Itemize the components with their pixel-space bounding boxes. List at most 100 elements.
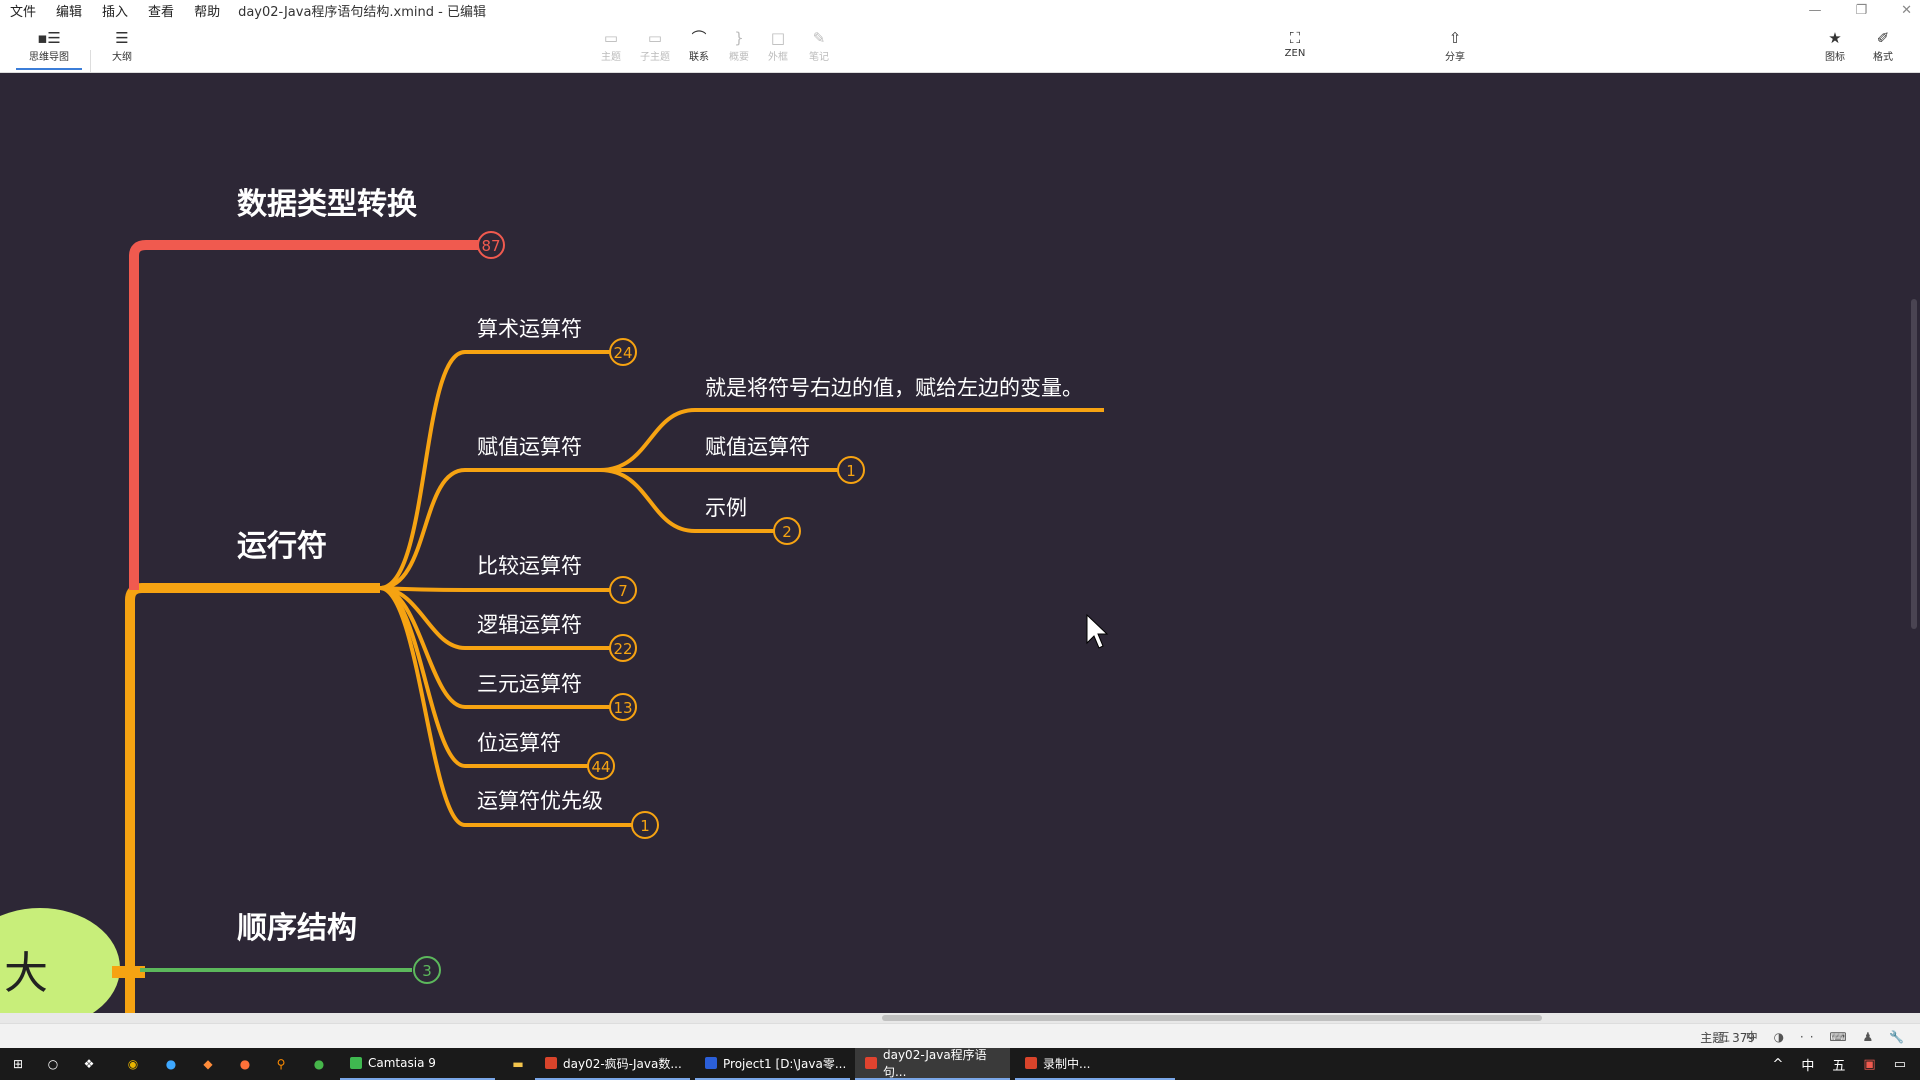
topic-data-type-conversion[interactable]: 数据类型转换	[237, 187, 418, 222]
taskbar-app-idea-label: Project1 [D:\Java零...	[723, 1056, 847, 1071]
menu-insert[interactable]: 插入	[102, 4, 129, 20]
search-button[interactable]: ○	[38, 1048, 68, 1080]
ime-toolbar[interactable]: 五 中 ◑ ·· ⌨ ♟ 🔧	[1717, 1030, 1910, 1044]
relationship-icon: ⌒	[691, 29, 707, 47]
share-button[interactable]: ⇧ 分享	[1430, 28, 1480, 63]
icon-panel-button[interactable]: ★ 图标	[1810, 28, 1860, 63]
mindmap-view-button[interactable]: ▪☰ 思维导图	[16, 28, 82, 70]
firefox-button[interactable]: ●	[232, 1048, 258, 1080]
outline-label: 大纲	[112, 52, 132, 63]
topic-sequence-structure[interactable]: 顺序结构	[237, 911, 357, 946]
menu-file[interactable]: 文件	[10, 4, 37, 20]
outline-icon: ☰	[115, 29, 129, 47]
app-button-a[interactable]: ◆	[195, 1048, 221, 1080]
taskbar-app-recording-label: 录制中...	[1043, 1056, 1091, 1071]
collapse-badge-ternary[interactable]	[609, 693, 637, 721]
chrome-icon: ◉	[127, 1057, 139, 1071]
toolbar-divider	[90, 50, 91, 80]
collapse-badge-conversion[interactable]	[477, 231, 505, 259]
collapse-badge-logical[interactable]	[609, 634, 637, 662]
assignment-connectors	[599, 408, 1104, 533]
taskbar-app-recording[interactable]: 录制中...	[1015, 1048, 1175, 1080]
brush-icon: ✐	[1876, 29, 1890, 47]
taskbar-app-camtasia-label: Camtasia 9	[368, 1056, 436, 1070]
taskbar-app-ppt[interactable]: day02-疯码-Java数...	[535, 1048, 690, 1080]
powerpoint-icon	[545, 1057, 557, 1069]
root-topic[interactable]	[0, 908, 120, 1013]
tray-ime-mode[interactable]: 五	[1832, 1058, 1846, 1074]
action-center-icon[interactable]: ▭	[1893, 1056, 1906, 1072]
xmind-icon	[865, 1057, 877, 1069]
collapse-badge-example[interactable]	[773, 517, 801, 545]
summary-icon: }	[734, 29, 744, 47]
summary-label: 概要	[729, 52, 749, 63]
topic-assignment-operator-sub[interactable]: 赋值运算符	[705, 435, 810, 459]
format-panel-button[interactable]: ✐ 格式	[1858, 28, 1908, 63]
minimize-icon[interactable]: —	[1808, 2, 1822, 18]
taskbar-app-idea[interactable]: Project1 [D:\Java零...	[695, 1048, 850, 1080]
menu-edit[interactable]: 编辑	[56, 4, 83, 20]
topic-example[interactable]: 示例	[705, 496, 747, 520]
collapse-count-precedence: 1	[640, 817, 650, 835]
taskbar-app-xmind-label: day02-Java程序语句...	[882, 1048, 987, 1079]
topic-button[interactable]: ▭ 主题	[586, 28, 636, 63]
collapse-badge-sequence[interactable]	[413, 956, 441, 984]
collapse-badge-assignment-sub[interactable]	[837, 456, 865, 484]
topic-assignment-operators[interactable]: 赋值运算符	[477, 435, 582, 459]
topic-assignment-definition[interactable]: 就是将符号右边的值，赋给左边的变量。	[705, 376, 1083, 400]
topic-operators[interactable]: 运行符	[237, 529, 327, 564]
close-icon[interactable]: ✕	[1901, 2, 1912, 18]
connector-operators	[125, 583, 380, 1013]
relationship-button[interactable]: ⌒ 联系	[674, 28, 724, 63]
qq-button[interactable]: ●	[158, 1048, 184, 1080]
subtopic-label: 子主题	[640, 52, 670, 63]
horizontal-scroll-thumb[interactable]	[882, 1015, 1542, 1021]
start-button[interactable]: ⊞	[0, 1048, 36, 1080]
mindmap-icon: ▪☰	[37, 29, 61, 47]
collapse-badge-arithmetic[interactable]	[609, 338, 637, 366]
task-view-icon: ❖	[83, 1057, 95, 1071]
recording-icon	[1025, 1057, 1037, 1069]
collapse-badge-bitwise[interactable]	[587, 752, 615, 780]
outline-view-button[interactable]: ☰ 大纲	[97, 28, 147, 63]
restore-icon[interactable]: ❐	[1855, 2, 1868, 18]
app-button-b[interactable]: ⚲	[268, 1048, 294, 1080]
taskbar: ⊞ ○ ❖ ◉ ● ◆ ● ⚲ ● Camtasia 9 ▬ day02-疯码-…	[0, 1048, 1920, 1080]
subtopic-button[interactable]: ▭ 子主题	[630, 28, 680, 63]
connector-conversion	[129, 240, 480, 590]
topic-ternary-operators[interactable]: 三元运算符	[477, 672, 582, 696]
tray-ime-lang[interactable]: 中	[1801, 1058, 1815, 1074]
status-bar: 主题: 379 五 中 ◑ ·· ⌨ ♟ 🔧	[0, 1023, 1920, 1049]
mouse-cursor-icon	[1086, 613, 1109, 649]
menu-view[interactable]: 查看	[148, 4, 175, 20]
zen-button[interactable]: ⛶ ZEN	[1270, 28, 1320, 59]
horizontal-scrollbar[interactable]	[0, 1013, 1920, 1023]
file-explorer-button[interactable]: ▬	[504, 1048, 532, 1080]
collapse-badge-precedence[interactable]	[631, 811, 659, 839]
vertical-scroll-thumb[interactable]	[1911, 299, 1917, 629]
menu-help[interactable]: 帮助	[194, 4, 221, 20]
task-view-button[interactable]: ❖	[74, 1048, 104, 1080]
mindmap-canvas[interactable]: 大 数据类型转换 87 运行符 算术运算符 24 赋值运算符 比较运算符 7	[0, 73, 1908, 1013]
taskbar-app-xmind[interactable]: day02-Java程序语句...	[855, 1048, 1010, 1080]
share-icon: ⇧	[1448, 29, 1462, 47]
topic-logical-operators[interactable]: 逻辑运算符	[477, 613, 582, 637]
topic-bitwise-operators[interactable]: 位运算符	[477, 731, 561, 755]
vertical-scrollbar[interactable]	[1908, 73, 1920, 1013]
chrome-button[interactable]: ◉	[120, 1048, 146, 1080]
topic-operator-precedence[interactable]: 运算符优先级	[477, 789, 603, 813]
taskbar-app-camtasia[interactable]: Camtasia 9	[340, 1048, 495, 1080]
topic-arithmetic-operators[interactable]: 算术运算符	[477, 317, 582, 341]
topic-comparison-operators[interactable]: 比较运算符	[477, 554, 582, 578]
operator-connectors	[379, 350, 632, 827]
collapse-badge-comparison[interactable]	[609, 576, 637, 604]
windows-icon: ⊞	[12, 1057, 24, 1071]
summary-button[interactable]: } 概要	[714, 28, 764, 63]
folder-icon: ▬	[512, 1057, 524, 1071]
tray-overflow-icon[interactable]: ^	[1772, 1056, 1784, 1072]
note-button[interactable]: ✎ 笔记	[794, 28, 844, 63]
app-button-c[interactable]: ●	[306, 1048, 332, 1080]
notification-badge-icon[interactable]: ▣	[1863, 1056, 1876, 1072]
boundary-button[interactable]: □ 外框	[753, 28, 803, 63]
zen-label: ZEN	[1284, 48, 1306, 59]
